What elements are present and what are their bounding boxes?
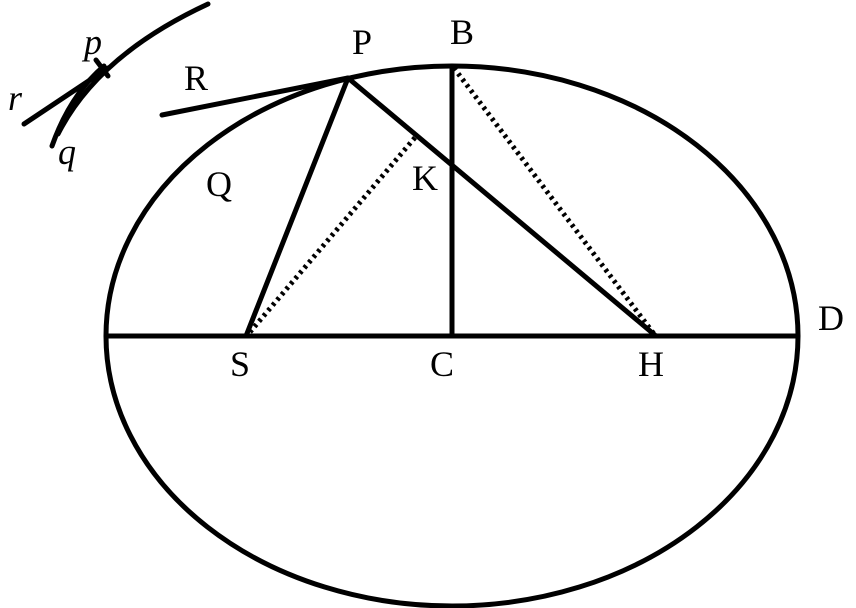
- tangent-line-rp: [159, 75, 351, 118]
- label-h-point: H: [638, 344, 664, 384]
- label-r-italic: r: [8, 78, 23, 118]
- inset-curve-p: [55, 1, 211, 137]
- label-s-point: S: [230, 344, 250, 384]
- label-d-point: D: [818, 298, 844, 338]
- dotted-line-sk: [248, 132, 420, 334]
- label-b-point: B: [450, 12, 474, 52]
- inset-tick-mark: [93, 57, 111, 79]
- label-p-point: P: [352, 22, 372, 62]
- label-r-point: R: [184, 58, 208, 98]
- label-q-italic: q: [58, 132, 76, 172]
- label-k-point: K: [412, 158, 438, 198]
- inset-curve-q: [49, 63, 107, 149]
- line-pkh: [345, 75, 659, 339]
- label-c-point: C: [430, 344, 454, 384]
- dotted-line-bh: [452, 66, 656, 336]
- focal-radius-sp: [243, 75, 351, 339]
- label-q-point: Q: [206, 164, 232, 204]
- label-p-italic: p: [81, 22, 102, 62]
